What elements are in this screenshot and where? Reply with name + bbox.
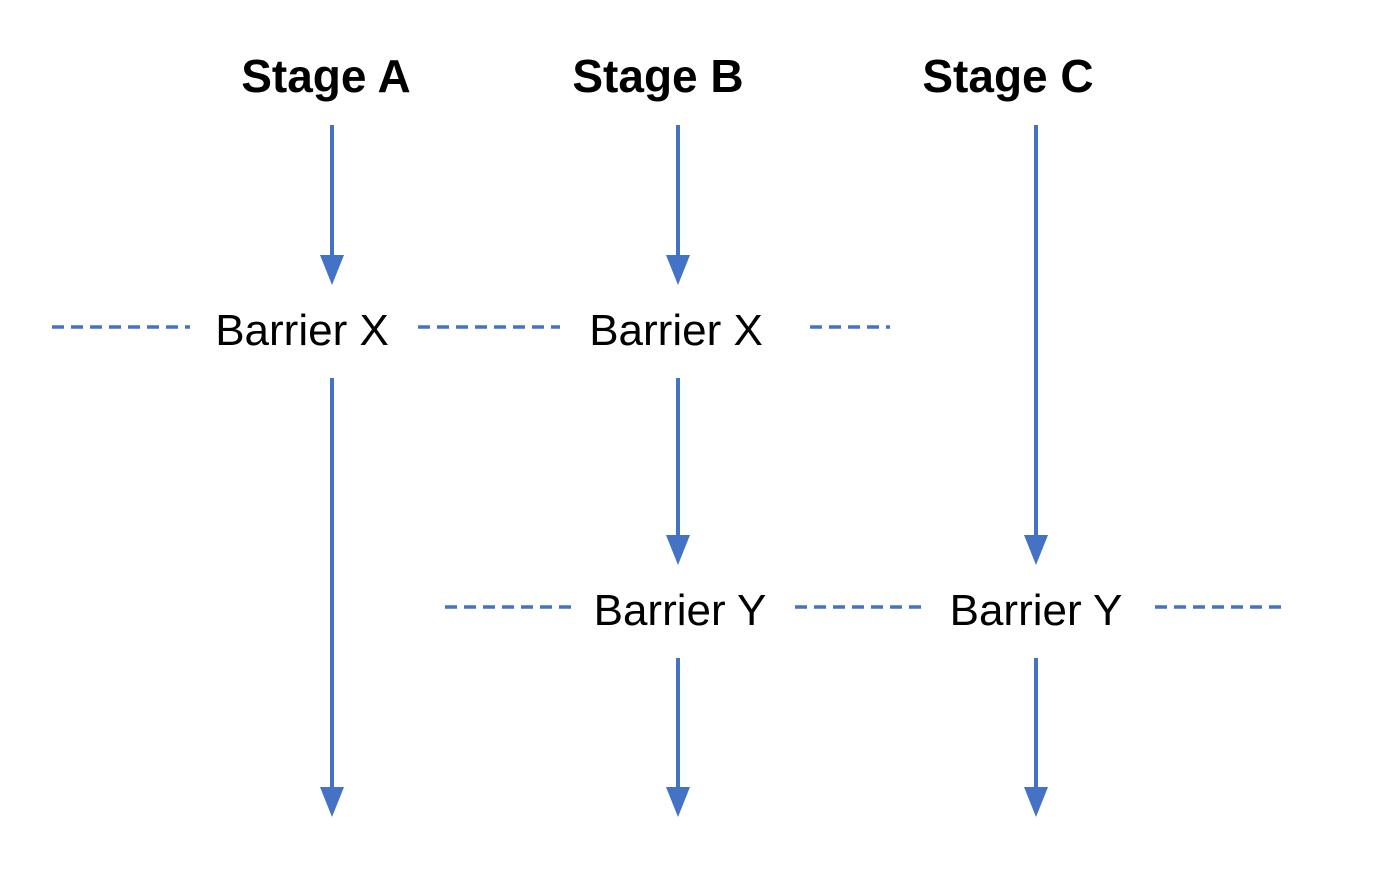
dashed-links-group: [52, 325, 1285, 609]
barrier-label-backdrop: [934, 577, 1138, 639]
barrier-label-x-stage-b: Barrier X: [589, 306, 763, 355]
stage-labels-group: Stage A Stage B Stage C: [241, 50, 1093, 102]
arrowhead-down-icon: [1024, 787, 1048, 817]
arrowhead-down-icon: [666, 535, 690, 565]
arrowhead-down-icon: [666, 787, 690, 817]
arrowhead-down-icon: [1024, 535, 1048, 565]
stage-label-c: Stage C: [922, 50, 1093, 102]
arrow-stage-b-barrier-x-to-barrier-y: [666, 378, 690, 565]
arrow-stage-c-barrier-y-to-end: [1024, 658, 1048, 817]
barrier-label-backdrop: [196, 297, 410, 359]
stage-label-b: Stage B: [572, 50, 743, 102]
arrowhead-down-icon: [320, 255, 344, 285]
arrowhead-down-icon: [666, 255, 690, 285]
arrow-stage-c-to-barrier-y: [1024, 125, 1048, 565]
barrier-label-x-stage-a: Barrier X: [215, 306, 389, 355]
arrowhead-down-icon: [320, 787, 344, 817]
arrow-stage-b-barrier-y-to-end: [666, 658, 690, 817]
arrow-stage-a-barrier-x-to-end: [320, 378, 344, 817]
arrow-stage-a-to-barrier-x: [320, 125, 344, 285]
barrier-label-backdrop: [570, 297, 784, 359]
barrier-label-backdrop: [578, 577, 782, 639]
barrier-label-y-stage-b: Barrier Y: [594, 586, 767, 635]
barrier-label-y-stage-c: Barrier Y: [950, 586, 1123, 635]
barrier-labels-group: Barrier X Barrier X Barrier Y Barrier Y: [196, 297, 1138, 639]
arrow-stage-b-to-barrier-x: [666, 125, 690, 285]
flow-arrows-group: [320, 125, 1048, 817]
stage-label-a: Stage A: [241, 50, 411, 102]
